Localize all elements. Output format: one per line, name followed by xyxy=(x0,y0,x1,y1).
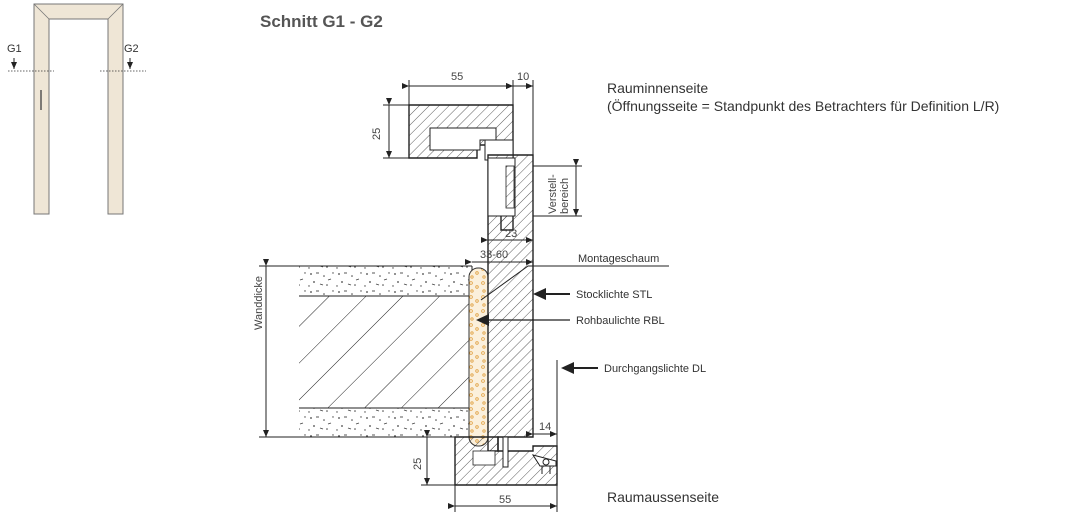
wall-section xyxy=(299,265,473,438)
dim-frame-depth: 23 xyxy=(505,228,517,240)
dim-bottom-offset: 14 xyxy=(539,421,551,433)
dimension-bottom: 25 55 14 xyxy=(412,360,558,512)
dim-foam-gap: 33-60 xyxy=(480,249,508,261)
top-trim xyxy=(408,104,514,231)
callouts: Montageschaum Stocklichte STL Rohbaulich… xyxy=(476,253,706,375)
dimension-frame: 23 33-60 xyxy=(465,228,533,265)
door-frame-thumbnail: G1 G2 xyxy=(7,3,146,215)
diagram-title: Schnitt G1 - G2 xyxy=(260,12,383,31)
door-jamb xyxy=(487,154,534,452)
section-marker-g2: G2 xyxy=(124,43,139,55)
outer-side-label: Raumaussenseite xyxy=(607,489,719,505)
dim-wall-thickness: Wanddicke xyxy=(253,276,265,330)
dim-adjust-line1: Verstell- xyxy=(547,174,559,214)
dimension-wall: Wanddicke xyxy=(253,259,299,438)
callout-foam: Montageschaum xyxy=(578,253,659,265)
callout-rough-opening: Rohbaulichte RBL xyxy=(576,315,665,327)
dim-top-height: 25 xyxy=(371,128,383,140)
section-marker-g1: G1 xyxy=(7,43,22,55)
dim-top-width: 55 xyxy=(451,71,463,83)
inner-side-note: (Öffnungsseite = Standpunkt des Betracht… xyxy=(607,97,999,114)
mounting-foam xyxy=(468,267,489,447)
bottom-trim xyxy=(454,436,558,486)
inner-side-label: Rauminnenseite xyxy=(607,80,708,96)
dim-top-gap: 10 xyxy=(517,71,529,83)
callout-frame-clearance: Stocklichte STL xyxy=(576,289,652,301)
dim-bottom-width: 55 xyxy=(499,494,511,506)
dim-adjust-line2: bereich xyxy=(559,178,571,214)
dimension-top: 55 10 25 xyxy=(371,71,534,159)
dimension-adjust: Verstell- bereich xyxy=(533,159,582,217)
dim-bottom-height: 25 xyxy=(412,458,424,470)
callout-passage-clearance: Durchgangslichte DL xyxy=(604,363,706,375)
